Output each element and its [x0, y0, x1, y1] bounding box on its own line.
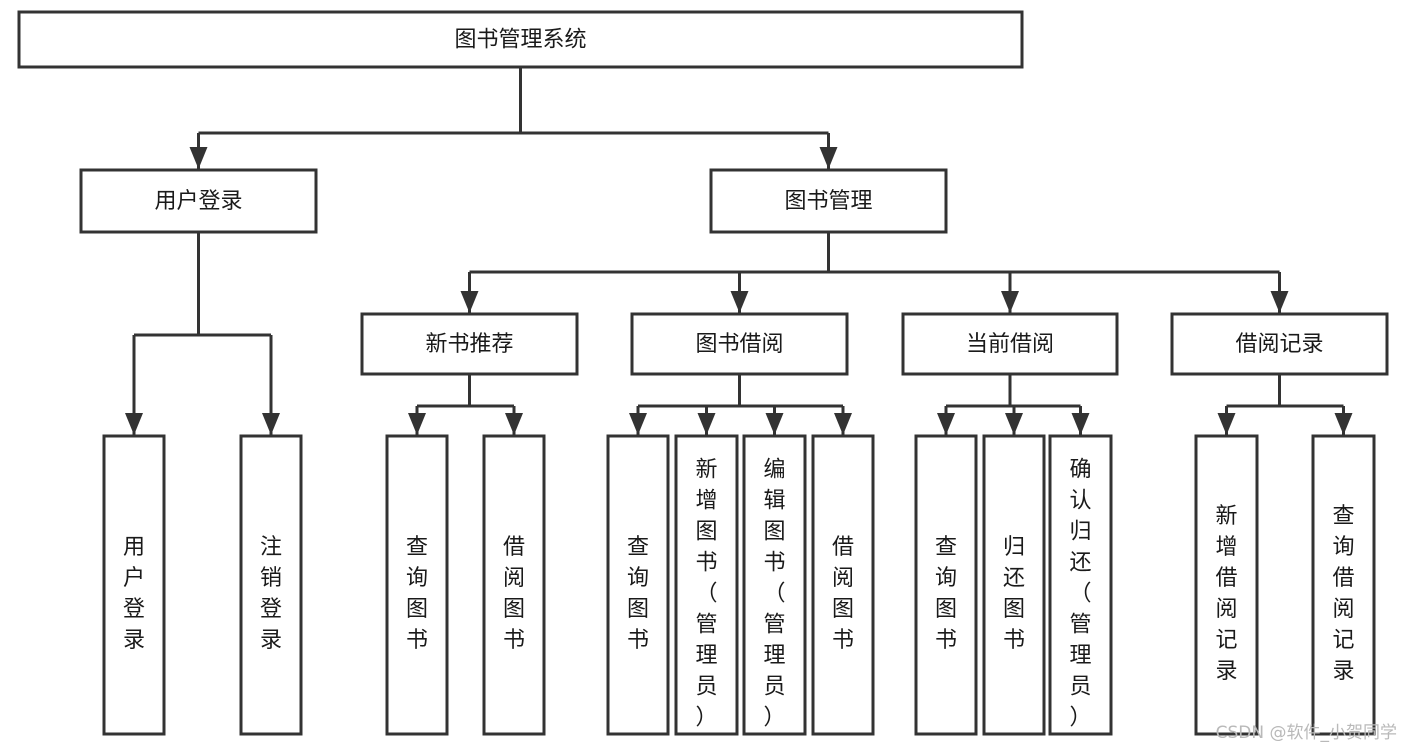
level2-node-1-box[interactable] [79, 168, 318, 234]
leaf-node-13[interactable]: 查询借阅记录 [1311, 434, 1376, 736]
leaf-node-12-box[interactable] [1194, 434, 1259, 736]
leaf-node-8[interactable]: 借阅图书 [811, 434, 875, 736]
arrow-head-icon [1071, 413, 1090, 435]
leaf-node-8-box[interactable] [811, 434, 875, 736]
level2-node-1[interactable]: 用户登录 [79, 168, 318, 234]
level3-node-1[interactable]: 新书推荐 [360, 312, 579, 376]
level3-node-1-label: 新书推荐 [425, 332, 513, 357]
level3-node-4[interactable]: 借阅记录 [1170, 312, 1389, 376]
root-node-book-management-system-label: 图书管理系统 [454, 28, 586, 53]
level2-node-1-label: 用户登录 [154, 189, 242, 214]
arrow-head-icon [189, 147, 208, 169]
arrow-head-icon [697, 413, 716, 435]
arrow-head-icon [834, 413, 852, 435]
arrow-head-icon [1270, 291, 1289, 313]
leaf-node-3-box[interactable] [385, 434, 449, 736]
leaf-node-1[interactable]: 用户登录 [102, 434, 166, 736]
leaf-node-2-box[interactable] [239, 434, 303, 736]
leaf-node-1-label: 用户登录 [123, 535, 145, 653]
arrow-head-icon [730, 291, 749, 313]
leaf-node-4[interactable]: 借阅图书 [482, 434, 546, 736]
level2-node-2-box[interactable] [709, 168, 948, 234]
connector-layer [125, 67, 1353, 435]
arrow-head-icon [1001, 291, 1019, 313]
leaf-node-13-label: 查询借阅记录 [1332, 504, 1354, 684]
arrow-head-icon [629, 413, 647, 435]
leaf-node-6[interactable]: 新增图书（管理员） [674, 434, 739, 736]
leaf-node-2-label: 注销登录 [260, 535, 282, 653]
arrow-head-icon [1005, 413, 1023, 435]
leaf-node-5[interactable]: 查询图书 [606, 434, 670, 736]
leaf-node-5-box[interactable] [606, 434, 670, 736]
level3-node-3-box[interactable] [901, 312, 1119, 376]
level3-node-3-label: 当前借阅 [966, 332, 1054, 357]
leaf-node-10[interactable]: 归还图书 [982, 434, 1046, 736]
leaf-node-9[interactable]: 查询图书 [914, 434, 978, 736]
leaf-node-7-box[interactable] [742, 434, 807, 736]
leaf-node-13-box[interactable] [1311, 434, 1376, 736]
level2-node-2[interactable]: 图书管理 [709, 168, 948, 234]
leaf-node-11[interactable]: 确认归还（管理员） [1048, 434, 1113, 736]
root-node-book-management-system[interactable]: 图书管理系统 [17, 10, 1024, 69]
leaf-node-6-label: 新增图书（管理员） [695, 457, 717, 730]
arrow-head-icon [262, 413, 280, 435]
leaf-node-12-label: 新增借阅记录 [1215, 504, 1237, 684]
leaf-node-4-box[interactable] [482, 434, 546, 736]
arrow-head-icon [1217, 413, 1236, 435]
arrow-head-icon [819, 147, 838, 169]
leaf-node-1-box[interactable] [102, 434, 166, 736]
arrow-head-icon [505, 413, 523, 435]
root-node-book-management-system-box[interactable] [17, 10, 1024, 69]
level3-node-4-label: 借阅记录 [1235, 332, 1323, 357]
leaf-node-10-box[interactable] [982, 434, 1046, 736]
arrow-head-icon [460, 291, 479, 313]
leaf-node-12[interactable]: 新增借阅记录 [1194, 434, 1259, 736]
arrow-head-icon [937, 413, 955, 435]
leaf-node-9-box[interactable] [914, 434, 978, 736]
leaf-node-9-label: 查询图书 [935, 535, 957, 653]
level3-node-3[interactable]: 当前借阅 [901, 312, 1119, 376]
level3-node-1-box[interactable] [360, 312, 579, 376]
arrow-head-icon [765, 413, 784, 435]
arrow-head-icon [1334, 413, 1353, 435]
level3-node-2[interactable]: 图书借阅 [630, 312, 849, 376]
level3-node-4-box[interactable] [1170, 312, 1389, 376]
leaf-node-8-label: 借阅图书 [832, 535, 854, 653]
leaf-node-11-box[interactable] [1048, 434, 1113, 736]
leaf-node-6-box[interactable] [674, 434, 739, 736]
arrow-head-icon [125, 413, 143, 435]
level3-node-2-label: 图书借阅 [695, 332, 783, 357]
leaf-node-7[interactable]: 编辑图书（管理员） [742, 434, 807, 736]
level3-node-2-box[interactable] [630, 312, 849, 376]
leaf-node-2[interactable]: 注销登录 [239, 434, 303, 736]
leaf-node-11-label: 确认归还（管理员） [1069, 457, 1091, 730]
leaf-node-3-label: 查询图书 [406, 535, 428, 653]
leaf-node-7-label: 编辑图书（管理员） [763, 457, 785, 730]
leaf-node-4-label: 借阅图书 [503, 535, 525, 653]
level2-node-2-label: 图书管理 [784, 189, 872, 214]
node-layer: 图书管理系统用户登录图书管理新书推荐图书借阅当前借阅借阅记录用户登录注销登录查询… [17, 10, 1389, 736]
leaf-node-10-label: 归还图书 [1003, 535, 1025, 653]
leaf-node-3[interactable]: 查询图书 [385, 434, 449, 736]
leaf-node-5-label: 查询图书 [627, 535, 649, 653]
arrow-head-icon [408, 413, 426, 435]
